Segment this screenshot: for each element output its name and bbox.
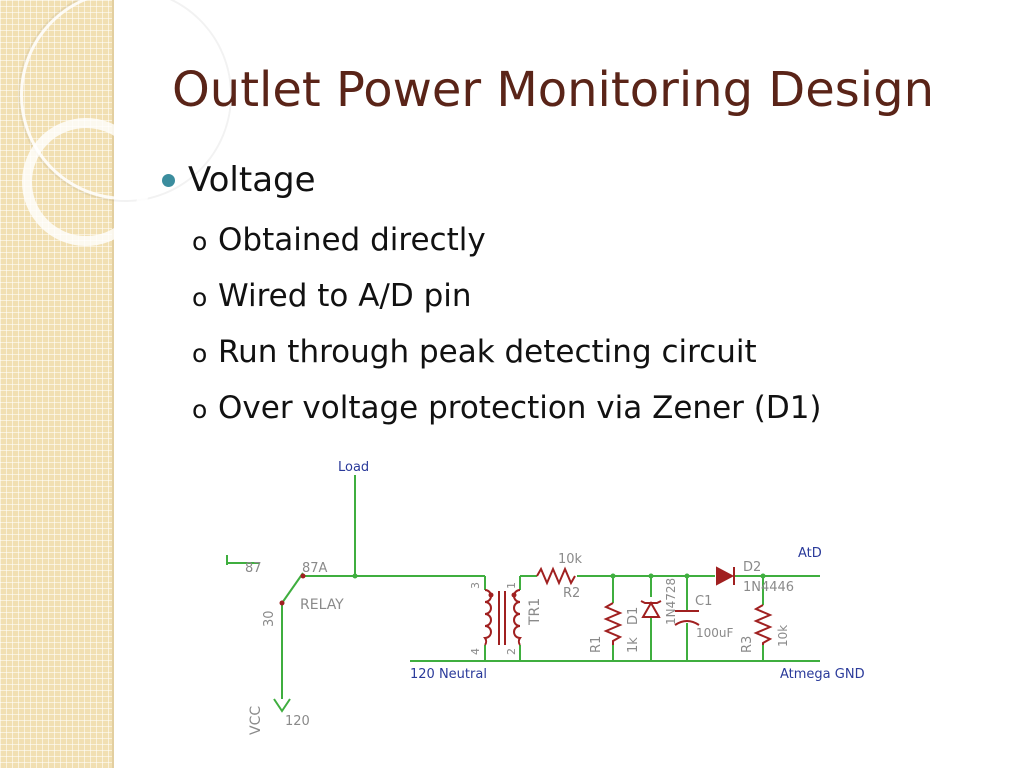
label-tr-pin2: 2 [505,648,518,655]
diode-triangle [716,566,735,586]
junction-dot [684,573,690,579]
sub-bullet-text: Wired to A/D pin [218,278,472,314]
junction-dot [352,573,358,579]
label-r2: R2 [563,586,580,601]
slide-title: Outlet Power Monitoring Design [172,62,935,118]
relay-pivot [279,600,285,606]
primary-coil [483,589,492,646]
junction-dot [760,573,766,579]
label-r2-value: 10k [558,552,583,567]
junction-dot [610,573,616,579]
resistor-r2 [536,566,576,586]
label-tr1: TR1 [527,598,543,626]
resistor-r1 [603,602,623,645]
label-r3: R3 [740,636,755,653]
label-d2-part: 1N4446 [743,580,794,595]
wires [226,475,820,713]
label-pin87: 87 [245,561,262,576]
circle-marker-icon: o [192,227,208,256]
diode-d2 [716,566,735,586]
label-c1-value: 100uF [696,626,734,640]
wire [273,698,291,713]
secondary-coil [513,589,522,646]
sub-bullet: o Obtained directly [192,222,486,258]
polarity-dot [488,592,494,598]
label-d1: D1 [626,607,641,625]
label-tr-pin1: 1 [505,582,518,589]
relay-switch [279,572,306,606]
capacitor-plate-curved [674,620,700,626]
label-r1: R1 [589,636,604,653]
decorative-ring-small [22,118,150,246]
label-pin87a: 87A [302,561,328,576]
transformer-tr1 [483,589,522,646]
sub-bullet-text: Over voltage protection via Zener (D1) [218,390,822,426]
circle-marker-icon: o [192,395,208,424]
label-tr-pin3: 3 [469,582,482,589]
label-120: 120 [285,714,310,729]
resistor-r3 [753,604,773,645]
label-120-neutral: 120 Neutral [410,667,487,682]
sub-bullet-text: Obtained directly [218,222,486,258]
label-atd: AtD [798,546,822,561]
sub-bullet-text: Run through peak detecting circuit [218,334,757,370]
main-bullet-text: Voltage [188,160,316,200]
sub-bullet: o Run through peak detecting circuit [192,334,757,370]
label-r1-value: 1k [626,637,641,653]
label-d2: D2 [743,560,761,575]
zener-triangle [641,600,661,618]
label-pin30: 30 [262,610,277,627]
zener-bar [640,600,662,604]
label-atmega-gnd: Atmega GND [780,667,865,682]
junctions [352,573,766,579]
relay-contact [281,572,304,604]
label-tr-pin4: 4 [469,648,482,655]
label-c1: C1 [695,594,712,609]
label-load: Load [338,460,369,475]
label-relay: RELAY [300,597,344,613]
circle-marker-icon: o [192,283,208,312]
label-zener-part: 1N4728 [664,578,678,625]
capacitor-c1 [674,610,700,626]
circuit-schematic: Load 87 87A RELAY 30 VCC 120 3 1 4 2 TR1… [226,460,865,735]
sub-bullet: o Over voltage protection via Zener (D1) [192,390,822,426]
label-r3-value: 10k [776,625,790,647]
sub-bullet: o Wired to A/D pin [192,278,472,314]
label-vcc: VCC [248,706,264,735]
polarity-dot [511,592,517,598]
junction-dot [648,573,654,579]
bullet-dot-icon [162,174,175,187]
circle-marker-icon: o [192,339,208,368]
zener-d1 [640,600,662,618]
relay-node [300,573,306,579]
